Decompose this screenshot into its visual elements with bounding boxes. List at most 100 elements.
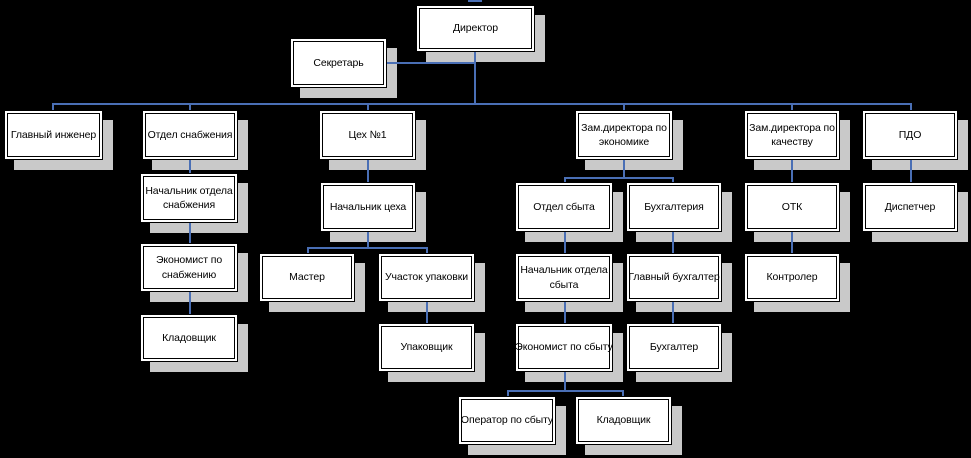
org-node-packing-area[interactable]: Участок упаковки [378,253,475,302]
org-node-supply-dept[interactable]: Отдел снабжения [142,110,238,160]
org-node-inner-border: Главный инженер [7,113,100,157]
org-node-label: Кладовщик [162,331,216,344]
connector-line [623,160,625,177]
org-node-label: Главный бухгалтер [628,271,720,284]
org-node-label: Кладовщик [596,414,651,427]
org-node-inner-border: Зам.директора по качеству [747,113,837,157]
org-node-inner-border: Отдел снабжения [145,113,235,157]
org-node-label: Экономист по снабжению [155,254,223,281]
connector-line [910,160,912,182]
org-node-deputy-quality[interactable]: Зам.директора по качеству [744,110,840,160]
org-node-controller[interactable]: Контролер [744,253,840,302]
connector-line [791,232,793,253]
org-node-master[interactable]: Мастер [259,253,355,302]
connector-line [307,247,309,253]
org-node-label: Начальник цеха [329,200,407,213]
org-node-label: Контролер [766,271,818,284]
connector-line [564,232,566,253]
connector-line [672,177,674,182]
org-node-inner-border: Оператор по сбыту [461,399,553,442]
org-node-packer[interactable]: Упаковщик [378,323,475,372]
org-node-label: Бухгалтер [649,341,699,354]
org-node-label: Цех №1 [348,128,387,141]
org-node-accountant[interactable]: Бухгалтер [626,323,722,372]
org-node-inner-border: Экономист по снабжению [143,246,235,289]
org-node-label: Начальник отдела сбыта [520,264,608,291]
org-node-sales-operator[interactable]: Оператор по сбыту [458,396,556,445]
org-node-sales-head[interactable]: Начальник отдела сбыта [515,253,613,302]
org-node-inner-border: ОТК [747,185,837,229]
connector-line [791,160,793,182]
org-node-pdo[interactable]: ПДО [862,110,958,160]
org-node-label: Отдел снабжения [147,128,233,141]
connector-line [468,0,482,2]
connector-line [791,103,793,110]
connector-line [623,103,625,110]
org-node-inner-border: Начальник отдела снабжения [143,176,235,220]
org-node-deputy-economics[interactable]: Зам.директора по экономике [575,110,673,160]
org-node-accounting-dept[interactable]: Бухгалтерия [626,182,722,232]
connector-line [367,160,369,182]
connector-line [507,390,624,392]
connector-line [564,302,566,323]
org-node-inner-border: ПДО [865,113,955,157]
org-node-inner-border: Начальник цеха [323,185,413,229]
connector-line [307,247,427,249]
org-node-inner-border: Контролер [747,256,837,299]
connector-line [189,103,191,110]
org-node-inner-border: Участок упаковки [381,256,472,299]
connector-line [672,302,674,323]
org-node-inner-border: Мастер [262,256,352,299]
org-node-storekeeper-sales[interactable]: Кладовщик [575,396,672,445]
org-node-chief-engineer[interactable]: Главный инженер [4,110,103,160]
org-node-storekeeper-supply[interactable]: Кладовщик [140,314,238,362]
org-node-label: ОТК [781,200,803,213]
org-node-label: Бухгалтерия [644,200,704,213]
org-node-inner-border: Отдел сбыта [518,185,610,229]
connector-line [387,62,475,64]
connector-line [189,292,191,314]
org-node-shop-head[interactable]: Начальник цеха [320,182,416,232]
connector-line [52,103,54,110]
org-node-label: Оператор по сбыту [460,414,554,427]
org-node-label: Директор [453,22,498,35]
org-node-inner-border: Зам.директора по экономике [578,113,670,157]
connector-line [564,177,566,182]
org-node-inner-border: Экономист по сбыту [515,326,613,369]
org-node-otk[interactable]: ОТК [744,182,840,232]
org-node-label: Диспетчер [884,200,936,213]
org-node-label: Зам.директора по экономике [581,121,667,148]
org-node-sales-dept[interactable]: Отдел сбыта [515,182,613,232]
org-node-label: Главный инженер [10,128,97,141]
org-node-label: Мастер [289,271,325,284]
org-node-inner-border: Цех №1 [322,113,413,157]
org-node-sales-economist[interactable]: Экономист по сбыту [515,323,613,372]
org-node-inner-border: Кладовщик [143,317,235,359]
org-node-director[interactable]: Директор [416,5,535,52]
org-node-inner-border: Упаковщик [381,326,472,369]
org-node-label: Экономист по сбыту [515,341,613,354]
org-node-label: Отдел сбыта [533,200,595,213]
connector-line [910,103,912,110]
connector-line [622,390,624,396]
org-node-chief-accountant[interactable]: Главный бухгалтер [626,253,722,302]
connector-line [189,223,191,243]
org-node-shop-1[interactable]: Цех №1 [319,110,416,160]
org-node-supply-economist[interactable]: Экономист по снабжению [140,243,238,292]
connector-line [367,103,369,110]
org-node-inner-border: Директор [419,8,532,49]
org-node-label: Упаковщик [400,341,453,354]
org-node-dispatcher[interactable]: Диспетчер [862,182,958,232]
connector-line [507,390,509,396]
connector-line [426,247,428,253]
connector-line [426,302,428,323]
org-node-secretary[interactable]: Секретарь [290,38,387,88]
connector-line [564,372,566,390]
org-node-supply-head[interactable]: Начальник отдела снабжения [140,173,238,223]
org-node-inner-border: Секретарь [293,41,384,85]
org-node-inner-border: Кладовщик [578,399,669,442]
org-node-inner-border: Диспетчер [865,185,955,229]
connector-line [672,232,674,253]
connector-line [564,177,674,179]
